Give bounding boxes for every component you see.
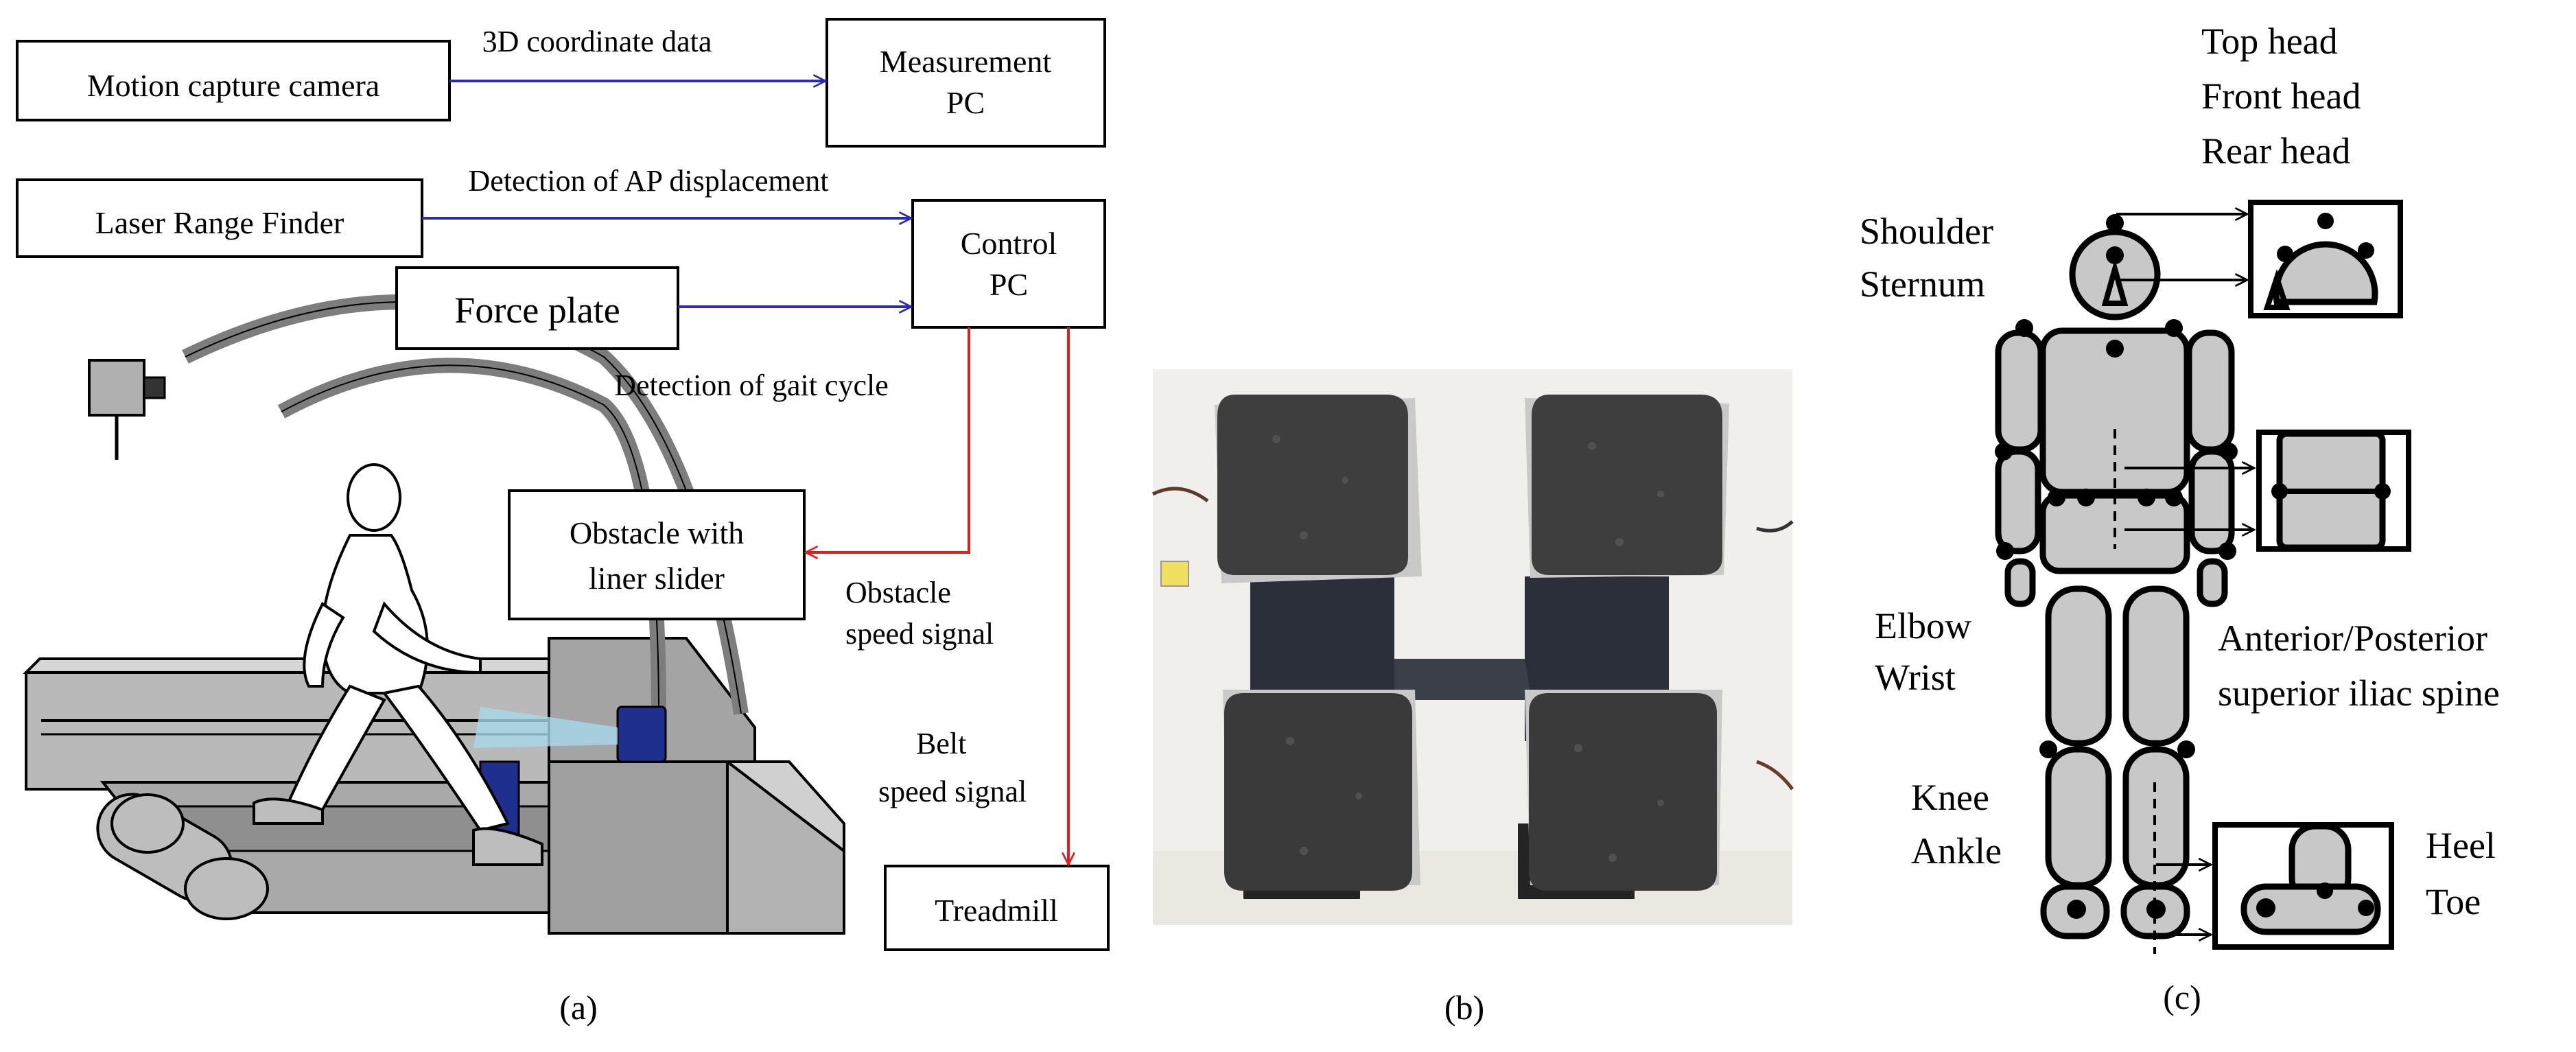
label-asis-line2: superior iliac spine	[2218, 673, 2500, 714]
coord-data-label: 3D coordinate data	[482, 25, 712, 58]
left-upper-arm-shape	[1995, 329, 2044, 453]
treadmill-illustration	[23, 294, 845, 935]
gait-label: Detection of gait cycle	[614, 369, 888, 402]
treadmill-label: Treadmill	[935, 893, 1058, 928]
left-hand-shape	[2004, 558, 2036, 607]
right-thigh-shape	[2122, 585, 2190, 747]
label-asis-line1: Anterior/Posterior	[2218, 618, 2487, 659]
label-sternum: Sternum	[1860, 264, 1985, 305]
belt-signal-label-line1: Belt	[916, 727, 966, 760]
label-elbow: Elbow	[1875, 605, 1971, 646]
left-shank-shape	[2045, 746, 2112, 889]
force-plate-label: Force plate	[454, 290, 620, 331]
label-wrist: Wrist	[1875, 657, 1956, 698]
label-rear-head: Rear head	[2201, 130, 2350, 172]
motion-camera-icon	[88, 359, 166, 460]
panel-c: Top head Front head Rear head Shoulder S…	[1860, 21, 2500, 1016]
obstacle-label-line1: Obstacle with	[570, 515, 744, 550]
label-heel: Heel	[2426, 825, 2496, 866]
caption-b: (b)	[1444, 988, 1484, 1027]
belt-signal-label-line2: speed signal	[878, 775, 1027, 808]
measurement-pc-label-line1: Measurement	[880, 44, 1052, 79]
control-pc-label-line2: PC	[990, 267, 1028, 302]
body-marker-figure	[1995, 200, 2411, 954]
caption-c: (c)	[2163, 978, 2201, 1016]
obstacle-signal-label-line2: speed signal	[845, 617, 994, 651]
motion-capture-camera-label: Motion capture camera	[87, 68, 380, 103]
foot-sensor-photo	[1151, 369, 1794, 925]
label-toe: Toe	[2426, 881, 2481, 922]
label-front-head: Front head	[2201, 75, 2361, 117]
label-top-head: Top head	[2201, 21, 2338, 62]
obstacle-signal-label-line1: Obstacle	[845, 576, 951, 609]
right-forearm-shape	[2188, 448, 2235, 554]
obstacle-box	[508, 489, 806, 620]
obstacle-signal-arrow	[806, 327, 970, 552]
motion-capture-camera-box	[16, 40, 451, 121]
panel-b: (b)	[1151, 369, 1794, 1027]
left-forearm-shape	[1995, 448, 2041, 554]
ap-label: Detection of AP displacement	[468, 164, 828, 198]
panel-a: Motion capture camera Measurement PC Las…	[16, 18, 1110, 1027]
label-shoulder: Shoulder	[1860, 211, 1993, 252]
body-markers	[1995, 214, 2238, 919]
control-pc-label-line1: Control	[961, 226, 1057, 261]
label-knee: Knee	[1911, 777, 1989, 818]
obstacle-label-line2: liner slider	[589, 561, 725, 596]
laser-range-finder-label: Laser Range Finder	[95, 205, 344, 240]
measurement-pc-label-line2: PC	[946, 85, 985, 120]
left-thigh-shape	[2045, 585, 2112, 747]
right-upper-arm-shape	[2186, 329, 2235, 453]
label-ankle: Ankle	[1911, 830, 2002, 872]
right-hand-shape	[2197, 558, 2228, 607]
treadmill-box	[884, 865, 1110, 951]
caption-a: (a)	[559, 988, 598, 1027]
control-pc-box	[911, 199, 1106, 329]
measurement-pc-box	[826, 18, 1106, 148]
laser-range-finder-box	[16, 178, 423, 258]
